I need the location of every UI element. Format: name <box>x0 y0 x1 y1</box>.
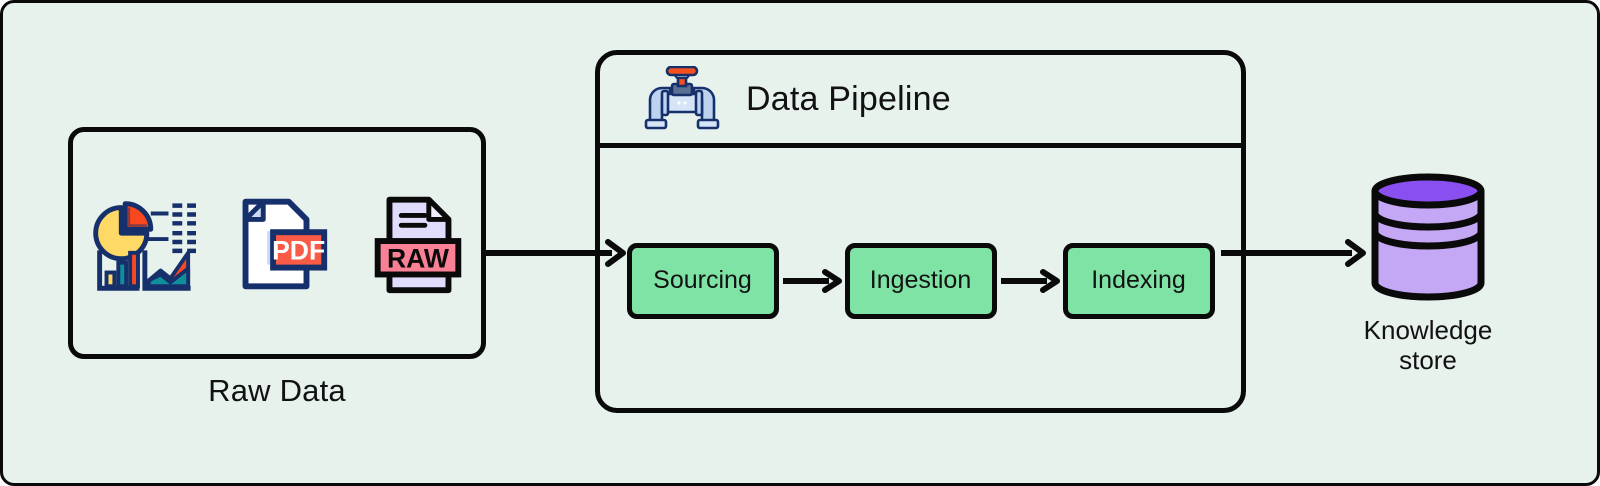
pdf-file-icon: PDF <box>242 198 328 290</box>
pipeline-title: Data Pipeline <box>746 79 951 118</box>
raw-data-box: PDF RAW <box>68 127 486 359</box>
raw-file-icon: RAW <box>374 196 462 294</box>
knowledge-store-label-line2: store <box>1399 345 1457 376</box>
pipeline-header: Data Pipeline <box>600 55 1241 148</box>
raw-data-label: Raw Data <box>208 373 346 408</box>
stage-arrow-icon <box>1000 268 1060 293</box>
data-pipeline-box: Data Pipeline Sourcing Ingestion Indexin… <box>595 50 1246 413</box>
stage-ingestion[interactable]: Ingestion <box>844 242 997 319</box>
knowledge-store-label-line1: Knowledge <box>1363 315 1493 345</box>
svg-text:RAW: RAW <box>387 244 450 274</box>
output-arrow-icon <box>1221 239 1366 267</box>
input-arrow-icon <box>486 239 626 267</box>
knowledge-store-group: Knowledge store <box>1348 169 1508 375</box>
svg-text:PDF: PDF <box>272 236 325 266</box>
stage-arrow-icon <box>782 268 842 293</box>
pipeline-stage-row: Sourcing Ingestion Indexing <box>600 148 1241 413</box>
pipe-valve-icon <box>644 66 720 130</box>
database-cylinder-icon <box>1371 173 1485 301</box>
knowledge-store-label: Knowledge store <box>1348 315 1508 375</box>
stage-sourcing[interactable]: Sourcing <box>626 242 779 319</box>
analytics-charts-icon <box>93 201 196 291</box>
stage-indexing[interactable]: Indexing <box>1062 242 1215 319</box>
